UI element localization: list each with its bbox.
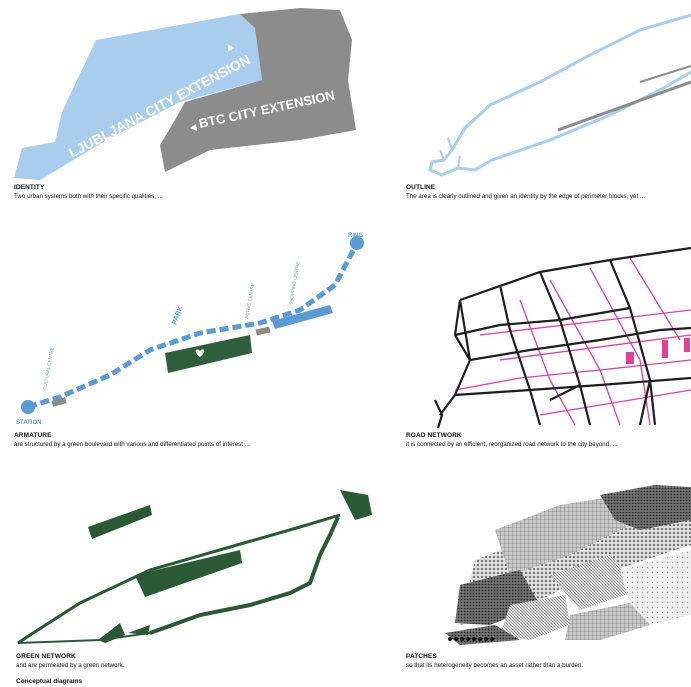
patch-shapes: [445, 485, 691, 645]
panel-caption: so that its heterogeneity becomes an ass…: [406, 662, 584, 669]
panel-armature: RING STATION PARK CULTURAL CENTRE ACTIVE…: [0, 225, 380, 455]
railway-line-2: [639, 65, 691, 83]
armature-diagram: RING STATION PARK CULTURAL CENTRE ACTIVE…: [16, 233, 364, 426]
panel-outline: OUTLINE The area is clearly outlined and…: [400, 0, 691, 210]
btc-extension-shape: [160, 8, 356, 172]
green-boulevard: [27, 245, 358, 410]
outline-spur: [439, 137, 461, 169]
panel-caption: Two urban systems both with their specif…: [14, 193, 163, 200]
panel-caption: it is connected by an efficient, reorgan…: [406, 441, 618, 448]
station-node: [21, 400, 35, 414]
panel-title: PATCHES: [406, 653, 437, 660]
ljubljana-extension-shape: [14, 14, 262, 180]
panel-title: ROAD NETWORK: [406, 432, 462, 439]
railway-line: [557, 80, 691, 132]
arrow-left-icon: [190, 124, 197, 131]
footer-label: Conceptual diagrams: [16, 678, 83, 685]
park-label: PARK: [171, 305, 184, 326]
new-roads: [454, 257, 691, 426]
outline-diagram: [428, 13, 691, 177]
existing-roads: [434, 246, 691, 429]
panel-title: OUTLINE: [406, 184, 436, 191]
ring-node: [350, 236, 364, 250]
panel-caption: The area is clearly outlined and given a…: [406, 193, 646, 200]
station-label: STATION: [16, 420, 41, 426]
panel-title: GREEN NETWORK: [16, 653, 76, 660]
patches-diagram: [445, 485, 691, 645]
active-centre-label: ACTIVE CENTRE: [244, 283, 255, 319]
outline-line: [428, 13, 691, 177]
green-corridors: [17, 513, 341, 645]
shopping-strip: [272, 305, 333, 329]
panel-title: IDENTITY: [14, 184, 45, 191]
panel-caption: are structured by a green boulevard with…: [14, 441, 250, 448]
black-dots: [448, 637, 494, 641]
arrow-right-icon: [228, 44, 234, 52]
cultural-centre-label: CULTURAL CENTRE: [42, 347, 54, 390]
ring-label: RING: [348, 233, 363, 239]
cultural-centre-marker: [51, 397, 67, 407]
shopping-centre-label: SHOPPING CENTRE: [288, 261, 300, 305]
road-network-diagram: [434, 246, 691, 429]
green-areas: [88, 490, 372, 643]
panel-caption: and are permeated by a green network.: [16, 662, 125, 669]
pink-blocks: [626, 338, 690, 364]
park-area: [165, 335, 252, 373]
identity-diagram: LJUBLJANA CITY EXTENSION BTC CITY EXTENS…: [14, 8, 356, 180]
panel-road-network: ROAD NETWORK it is connected by an effic…: [400, 240, 691, 455]
heart-icon: [195, 349, 205, 357]
panel-identity: LJUBLJANA CITY EXTENSION BTC CITY EXTENS…: [0, 0, 360, 210]
panel-green-network: GREEN NETWORK and are permeated by a gre…: [0, 475, 380, 675]
panel-patches: PATCHES so that its heterogeneity become…: [400, 475, 691, 675]
panel-title: ARMATURE: [14, 432, 52, 439]
green-network-diagram: [17, 490, 372, 645]
active-centre-marker: [255, 326, 271, 336]
